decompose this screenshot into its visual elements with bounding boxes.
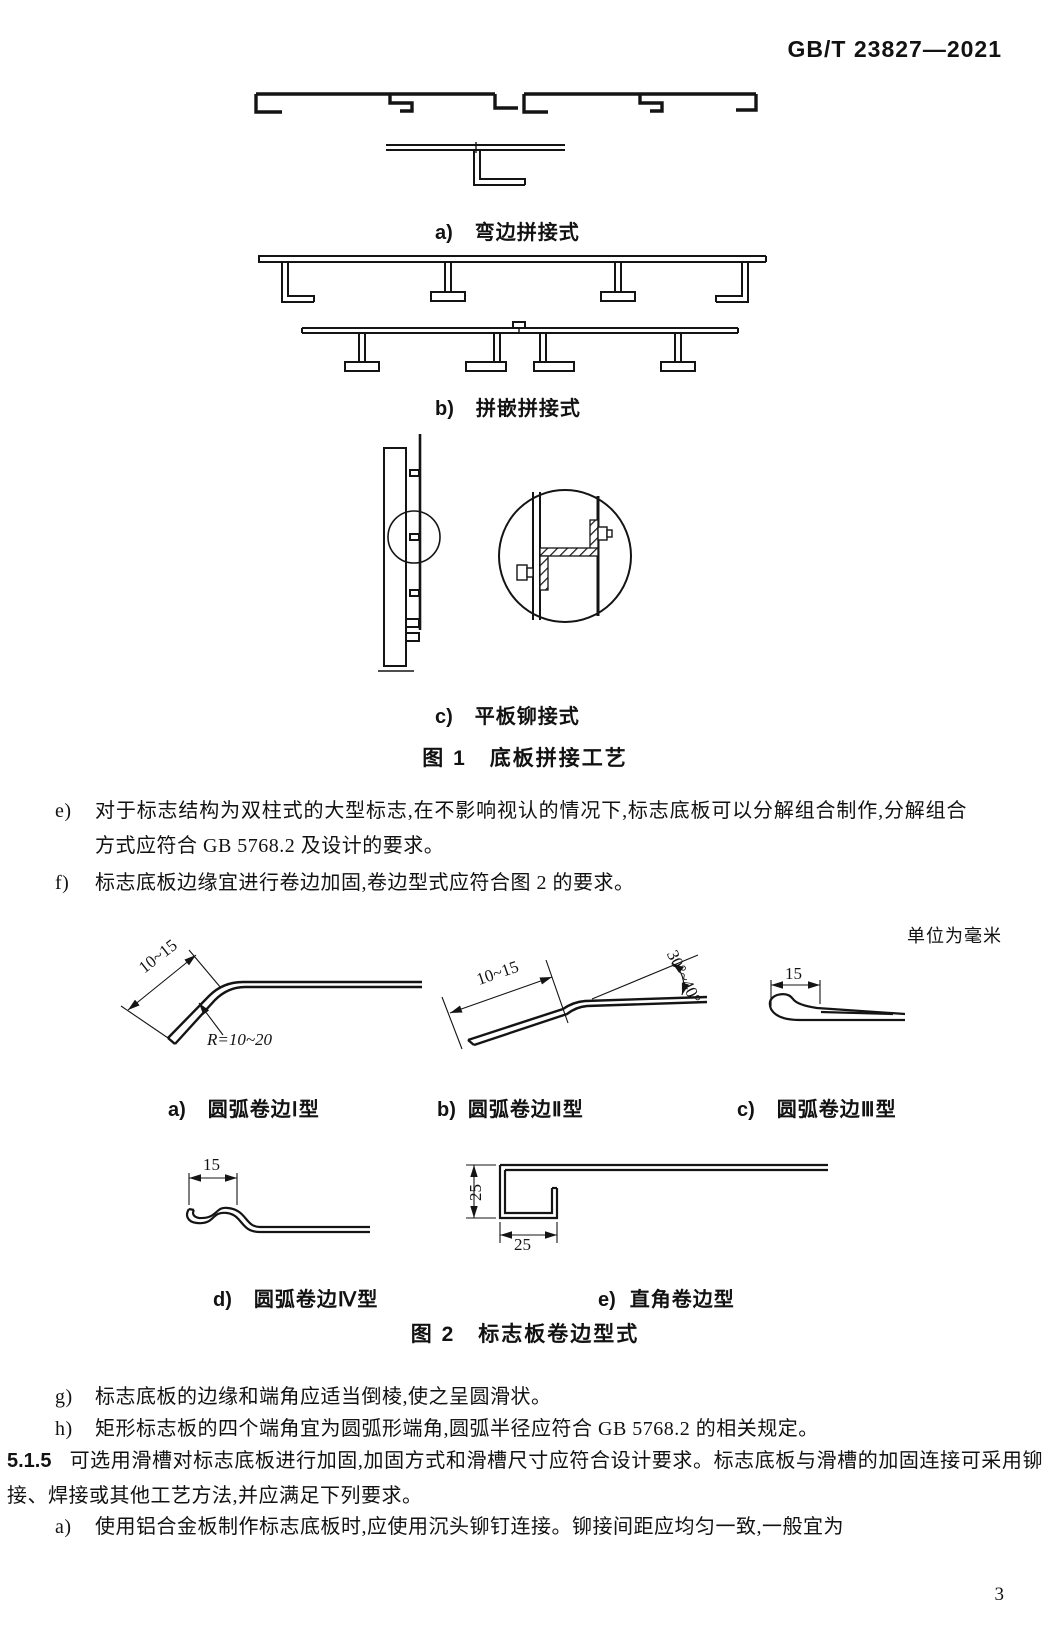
list-item-e: e) 对于标志结构为双柱式的大型标志,在不影响视认的情况下,标志底板可以分解组合… [55,794,967,864]
fig1-riveted-splice-drawing [370,428,660,693]
fig2-dim-e-height: 25 [466,1184,485,1201]
fig1-sublabel-c: c) 平板铆接式 [435,700,580,729]
fig2-sublabel-c-marker: c) [737,1099,755,1121]
fig2-arc-edge-type4-drawing: 15 [175,1155,375,1260]
fig2-dim-a-radius: R=10~20 [207,1030,273,1049]
list-item-a2: a) 使用铝合金板制作标志底板时,应使用沉头铆钉连接。铆接间距应均匀一致,一般宜… [55,1510,967,1545]
fig1-bent-edge-splice-drawing-top [240,88,760,136]
unit-note: 单位为毫米 [907,926,1002,946]
fig2-arc-edge-type2-drawing: 10~15 30°~40° [430,935,715,1065]
fig2-sublabel-e-marker: e) [598,1289,616,1311]
doc-number: GB/T 23827—2021 [787,36,1002,62]
fig2-sublabel-e-text: 直角卷边型 [629,1289,735,1311]
fig2-arc-edge-type3-drawing: 15 [725,964,910,1043]
list-item-f-marker: f) [55,872,70,894]
list-item-e-marker: e) [55,800,72,822]
list-item-e-text: 对于标志结构为双柱式的大型标志,在不影响视认的情况下,标志底板可以分解组合制作,… [95,800,967,857]
list-item-a2-text: 使用铝合金板制作标志底板时,应使用沉头铆钉连接。铆接间距应均匀一致,一般宜为 [95,1516,844,1538]
fig1-sublabel-b-text: 拼嵌拼接式 [475,398,581,420]
fig1-bent-edge-splice-drawing-bottom [383,138,568,198]
list-item-a2-marker: a) [55,1516,72,1538]
fig1-inlay-splice-drawing-bottom [298,316,742,384]
fig2-caption: 图 2 标志板卷边型式 [410,1323,640,1346]
fig2-sublabel-b-text: 圆弧卷边Ⅱ型 [467,1099,584,1121]
list-item-h: h) 矩形标志板的四个端角宜为圆弧形端角,圆弧半径应符合 GB 5768.2 的… [55,1412,967,1447]
fig1-sublabel-b: b) 拼嵌拼接式 [435,392,581,421]
list-item-g-marker: g) [55,1386,73,1408]
fig2-dim-d-width: 15 [203,1155,220,1174]
fig2-sublabel-a: a) 圆弧卷边Ⅰ型 [168,1093,320,1122]
section-5-1-5-number: 5.1.5 [7,1450,52,1472]
list-item-g: g) 标志底板的边缘和端角应适当倒棱,使之呈圆滑状。 [55,1380,967,1415]
fig1-sublabel-c-text: 平板铆接式 [474,706,580,728]
fig1-sublabel-a: a) 弯边拼接式 [435,216,580,245]
fig2-dim-c-width: 15 [785,964,802,983]
section-5-1-5-text: 可选用滑槽对标志底板进行加固,加固方式和滑槽尺寸应符合设计要求。标志底板与滑槽的… [7,1450,1043,1507]
fig2-right-angle-edge-drawing: 25 25 [448,1155,833,1254]
fig2-sublabel-a-text: 圆弧卷边Ⅰ型 [207,1099,320,1121]
fig1-sublabel-c-marker: c) [435,706,453,728]
fig1-sublabel-b-marker: b) [435,398,454,420]
fig2-sublabel-d: d) 圆弧卷边Ⅳ型 [213,1283,378,1312]
list-item-g-text: 标志底板的边缘和端角应适当倒棱,使之呈圆滑状。 [95,1386,552,1408]
fig2-sublabel-d-marker: d) [213,1289,232,1311]
fig2-sublabel-c: c) 圆弧卷边Ⅲ型 [737,1093,897,1122]
list-item-f-text: 标志底板边缘宜进行卷边加固,卷边型式应符合图 2 的要求。 [95,872,635,894]
fig2-sublabel-e: e) 直角卷边型 [598,1283,735,1312]
fig1-inlay-splice-drawing-top [258,248,772,314]
list-item-h-text: 矩形标志板的四个端角宜为圆弧形端角,圆弧半径应符合 GB 5768.2 的相关规… [95,1418,819,1440]
fig2-sublabel-d-text: 圆弧卷边Ⅳ型 [253,1289,379,1311]
fig2-dim-e-width: 25 [514,1235,531,1254]
fig2-arc-edge-type1-drawing: 10~15 R=10~20 [95,935,425,1065]
fig2-sublabel-b-marker: b) [437,1099,456,1121]
fig2-sublabel-c-text: 圆弧卷边Ⅲ型 [776,1099,897,1121]
page-number: 3 [994,1584,1005,1605]
fig2-sublabel-a-marker: a) [168,1099,186,1121]
fig2-sublabel-b: b) 圆弧卷边Ⅱ型 [437,1093,584,1122]
fig1-caption: 图 1 底板拼接工艺 [422,747,628,770]
fig1-sublabel-a-text: 弯边拼接式 [474,222,580,244]
list-item-f: f) 标志底板边缘宜进行卷边加固,卷边型式应符合图 2 的要求。 [55,866,967,901]
list-item-h-marker: h) [55,1418,73,1440]
fig1-sublabel-a-marker: a) [435,222,453,244]
